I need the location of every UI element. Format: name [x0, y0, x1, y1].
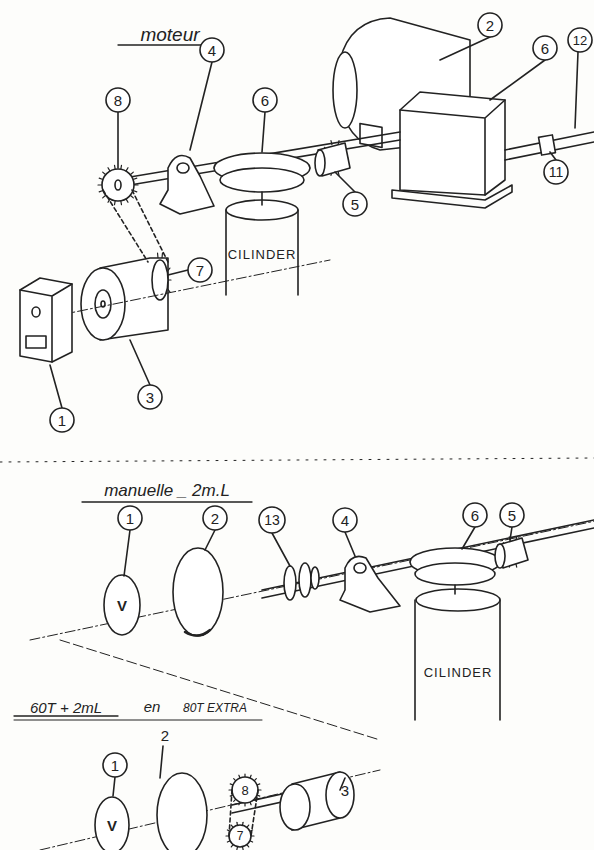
callout-number: 8 [114, 93, 122, 108]
callout-number: 6 [541, 41, 549, 56]
callout-number: 1 [126, 511, 134, 526]
callout-number: 5 [351, 197, 359, 212]
callout-number: 3 [146, 390, 154, 405]
section-heading: 60T + 2mL [30, 700, 102, 715]
callout-number: 2 [161, 728, 169, 743]
callout-number: 1 [58, 413, 66, 428]
callout-number: 7 [196, 263, 204, 278]
callout-number: 6 [471, 508, 479, 523]
section-heading: en [144, 699, 161, 714]
callout-number: 13 [264, 513, 280, 527]
callout-number: 11 [549, 165, 564, 179]
callout-number: 3 [341, 783, 349, 798]
callout-number: 8 [241, 784, 248, 797]
callout-number: 7 [237, 830, 244, 842]
callout-number: 2 [211, 511, 219, 526]
disc-mark: V [117, 598, 127, 613]
callout-number: 6 [261, 93, 269, 108]
callout-number: 5 [508, 508, 516, 523]
callout-number: 12 [573, 34, 587, 47]
callout-number: 4 [208, 43, 216, 58]
section-heading: 80T EXTRA [183, 702, 247, 714]
section-heading: moteur [140, 25, 199, 44]
part-name: CILINDER [228, 248, 297, 261]
callout-number: 4 [341, 513, 349, 528]
part-name: CILINDER [424, 666, 493, 679]
callout-number: 2 [486, 18, 494, 33]
disc-mark: V [107, 818, 117, 833]
section-heading: manuelle _ 2m.L [104, 482, 230, 499]
callout-number: 1 [111, 758, 119, 773]
